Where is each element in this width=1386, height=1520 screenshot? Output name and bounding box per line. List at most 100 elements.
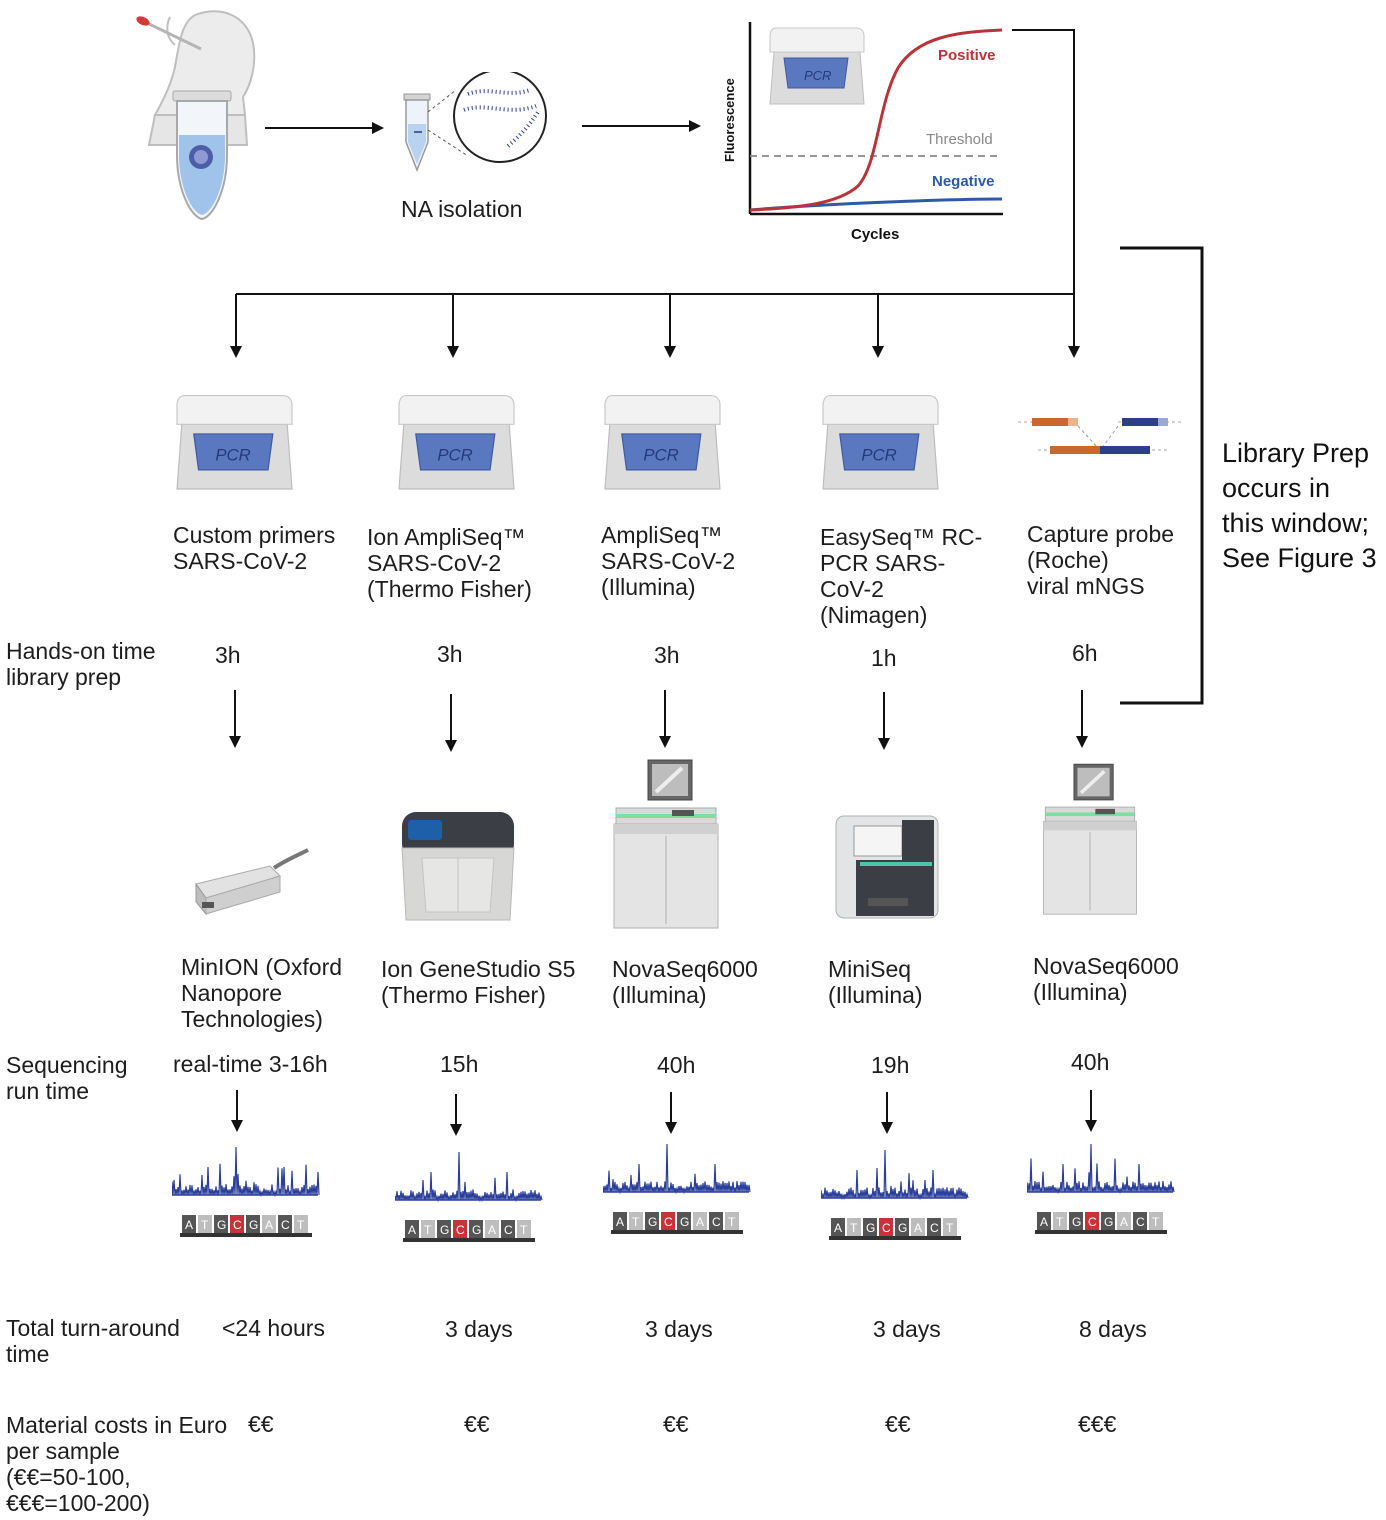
prep-method-4: EasySeq™ RC- PCR SARS- CoV-2 (Nimagen) <box>820 524 983 628</box>
base-box: C <box>230 1215 244 1233</box>
row-label-costs: Material costs in Euro per sample (€€=50… <box>6 1412 228 1516</box>
base-box: A <box>262 1215 276 1233</box>
base-box: A <box>693 1212 707 1230</box>
pcr-machine-icon-1: PCR <box>176 394 293 490</box>
base-box: A <box>1037 1212 1051 1230</box>
svg-text:C: C <box>930 1221 939 1235</box>
base-box: A <box>182 1215 196 1233</box>
base-box: G <box>246 1215 260 1233</box>
base-box: C <box>278 1215 292 1233</box>
y-axis-label: Fluorescence <box>722 78 737 162</box>
svg-text:A: A <box>914 1221 922 1235</box>
threshold-label: Threshold <box>926 131 993 148</box>
qpcr-curve-plot: PCR Positive Threshold Negative Cycles F… <box>722 22 1003 243</box>
svg-text:T: T <box>850 1221 858 1235</box>
svg-text:T: T <box>520 1223 528 1237</box>
sequencer-1: MinION (Oxford Nanopore Technologies) <box>181 954 343 1032</box>
run-time-3: 40h <box>657 1052 696 1078</box>
svg-text:G: G <box>866 1221 875 1235</box>
base-box: G <box>1101 1212 1115 1230</box>
hands-on-1: 3h <box>215 642 241 668</box>
positive-curve <box>749 28 1003 212</box>
cost-3: €€ <box>663 1411 689 1437</box>
svg-text:C: C <box>233 1218 242 1232</box>
sequencer-3: NovaSeq6000 (Illumina) <box>612 956 758 1008</box>
svg-text:T: T <box>297 1218 305 1232</box>
cost-1: €€ <box>248 1411 274 1437</box>
base-box: G <box>1069 1212 1083 1230</box>
base-box: A <box>1117 1212 1131 1230</box>
svg-text:G: G <box>249 1218 258 1232</box>
base-box: T <box>725 1212 739 1230</box>
svg-text:C: C <box>281 1218 290 1232</box>
library-prep-note: Library Prep occurs in this window; See … <box>1222 438 1377 573</box>
base-box: G <box>469 1220 483 1238</box>
turnaround-3: 3 days <box>645 1316 713 1342</box>
base-box: C <box>661 1212 675 1230</box>
svg-text:G: G <box>1104 1215 1113 1229</box>
base-box: C <box>501 1220 515 1238</box>
svg-text:A: A <box>1120 1215 1128 1229</box>
turnaround-4: 3 days <box>873 1316 941 1342</box>
svg-text:T: T <box>728 1215 736 1229</box>
svg-text:A: A <box>616 1215 624 1229</box>
pcr-machine-icon: PCR <box>769 27 865 105</box>
base-box: C <box>709 1212 723 1230</box>
negative-label: Negative <box>932 173 995 190</box>
base-strip-shadow <box>829 1236 961 1240</box>
na-isolation-illustration <box>403 72 547 173</box>
capture-probe-icon <box>1018 418 1183 454</box>
svg-text:A: A <box>834 1221 842 1235</box>
svg-text:PCR: PCR <box>215 445 250 464</box>
svg-text:C: C <box>1088 1215 1097 1229</box>
svg-text:C: C <box>1136 1215 1145 1229</box>
hands-on-3: 3h <box>654 642 680 668</box>
prep-method-3: AmpliSeq™ SARS-CoV-2 (Illumina) <box>601 522 736 600</box>
pcr-machine-icon-2: PCR <box>398 394 515 490</box>
base-box: T <box>517 1220 531 1238</box>
svg-text:A: A <box>185 1218 193 1232</box>
svg-text:G: G <box>680 1215 689 1229</box>
cost-4: €€ <box>885 1411 911 1437</box>
base-strip-shadow <box>1035 1230 1167 1234</box>
run-time-2: 15h <box>440 1051 479 1077</box>
svg-text:PCR: PCR <box>804 68 831 83</box>
svg-text:C: C <box>664 1215 673 1229</box>
base-box: G <box>895 1218 909 1236</box>
sequencer-2: Ion GeneStudio S5 (Thermo Fisher) <box>381 956 576 1008</box>
prep-method-5: Capture probe (Roche) viral mNGS <box>1027 521 1175 599</box>
minion-device-icon <box>195 848 309 916</box>
row-label-sequencing: Sequencing run time <box>6 1052 128 1104</box>
hands-on-4: 1h <box>871 645 897 671</box>
base-box: T <box>421 1220 435 1238</box>
svg-text:A: A <box>696 1215 704 1229</box>
sequencer-4: MiniSeq (Illumina) <box>828 956 923 1008</box>
svg-text:T: T <box>1056 1215 1064 1229</box>
svg-text:G: G <box>648 1215 657 1229</box>
svg-text:T: T <box>1152 1215 1160 1229</box>
positive-label: Positive <box>938 47 996 64</box>
svg-text:A: A <box>408 1223 416 1237</box>
na-isolation-label: NA isolation <box>401 196 523 222</box>
svg-text:PCR: PCR <box>861 445 896 464</box>
base-box: C <box>1085 1212 1099 1230</box>
hands-on-5: 6h <box>1072 640 1098 666</box>
svg-text:C: C <box>712 1215 721 1229</box>
svg-text:T: T <box>946 1221 954 1235</box>
svg-text:T: T <box>201 1218 209 1232</box>
x-axis-label: Cycles <box>851 226 899 243</box>
svg-text:G: G <box>472 1223 481 1237</box>
chromatogram-line <box>1027 1143 1175 1195</box>
base-box: A <box>485 1220 499 1238</box>
turnaround-5: 8 days <box>1079 1316 1147 1342</box>
base-box: A <box>613 1212 627 1230</box>
base-box: T <box>1053 1212 1067 1230</box>
run-time-5: 40h <box>1071 1049 1110 1075</box>
pcr-machine-icon-3: PCR <box>604 394 721 490</box>
svg-text:T: T <box>424 1223 432 1237</box>
